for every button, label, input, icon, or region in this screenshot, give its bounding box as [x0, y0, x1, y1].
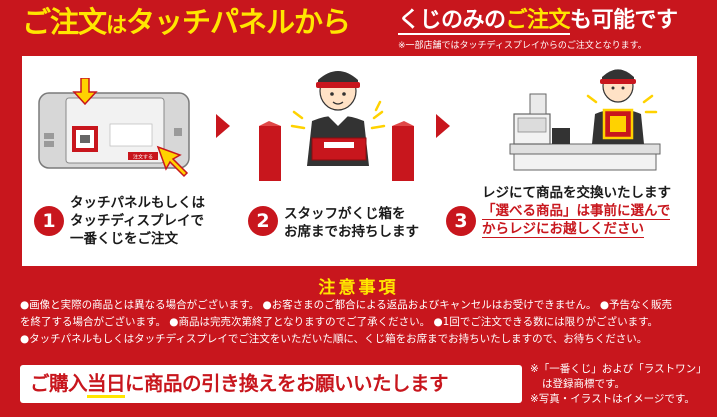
exchange-banner: ご購入当日に商品の引き換えをお願いいたします [20, 365, 522, 403]
touch-panel-icon: 注文する [38, 78, 190, 178]
banner-text: ご購入 [30, 372, 88, 395]
steps-panel: 注文する [22, 56, 697, 266]
arrow-right-icon [216, 114, 230, 138]
notice-line: ●画像と実際の商品とは異なる場合がございます。 ●お客さまのご都合による返品およ… [20, 299, 672, 311]
step-line: 一番くじをご注文 [70, 231, 178, 247]
step-line: タッチパネルもしくは [70, 195, 205, 211]
title-part: ご注文 [22, 5, 107, 39]
step-line-highlight: 「選べる商品」は事前に選んで [482, 202, 671, 220]
step-number-1: 1 [34, 206, 64, 236]
staff-delivering-box-icon [259, 71, 414, 181]
notice-body: ●画像と実際の商品とは異なる場合がございます。 ●お客さまのご都合による返品およ… [20, 297, 710, 348]
panel-button-label: 注文する [133, 154, 153, 161]
title-part: タッチパネルから [126, 5, 351, 39]
step-line-highlight: からレジにお越しください [482, 220, 671, 238]
trademark-line: は登録商標です。 [542, 378, 625, 390]
step-line: からレジにお越しください [482, 221, 644, 238]
store-note: ※一部店舗ではタッチディスプレイからのご注文となります。 [398, 41, 647, 51]
arrow-right-icon [436, 114, 450, 138]
trademark-note: ※「一番くじ」および「ラストワン」 は登録商標です。 ※写真・イラストはイメージ… [530, 362, 707, 407]
subtitle-underlined: くじのみの [398, 8, 506, 35]
step-line: レジにて商品を交換いたします [482, 185, 671, 201]
subtitle-rest: も可能です [570, 8, 678, 33]
step-line: 「選べる商品」は事前に選んで [482, 203, 671, 220]
step-number-3: 3 [446, 206, 476, 236]
trademark-line: ※「一番くじ」および「ラストワン」 [530, 363, 707, 375]
step-1-text: タッチパネルもしくは タッチディスプレイで 一番くじをご注文 [70, 194, 205, 248]
step-line: スタッフがくじ箱を [284, 206, 406, 222]
banner-text: に商品の引き換えをお願いいたします [125, 372, 449, 395]
step-number-2: 2 [248, 206, 278, 236]
notice-title: 注意事項 [318, 278, 399, 298]
step-2-text: スタッフがくじ箱を お席までお持ちします [284, 205, 419, 241]
trademark-line: ※写真・イラストはイメージです。 [530, 393, 695, 405]
subtitle-highlight: ご注文 [505, 8, 571, 35]
notice-line: ●タッチパネルもしくはタッチディスプレイでご注文をいただいた順に、くじ箱をお席ま… [20, 333, 648, 345]
banner-text-underlined: 当日 [87, 372, 126, 398]
title-particle: は [106, 13, 127, 37]
step-line: お席までお持ちします [284, 224, 419, 240]
notice-line: を終了する場合がございます。 ●商品は完売次第終了となりますのでご了承ください。… [20, 316, 659, 328]
subtitle: くじのみのご注文も可能です [398, 6, 678, 36]
step-3-text: レジにて商品を交換いたします 「選べる商品」は事前に選んで からレジにお越しくだ… [482, 184, 671, 238]
step-line: タッチディスプレイで [70, 213, 205, 229]
main-title: ご注文はタッチパネルから [22, 2, 351, 42]
register-exchange-icon [509, 69, 661, 171]
